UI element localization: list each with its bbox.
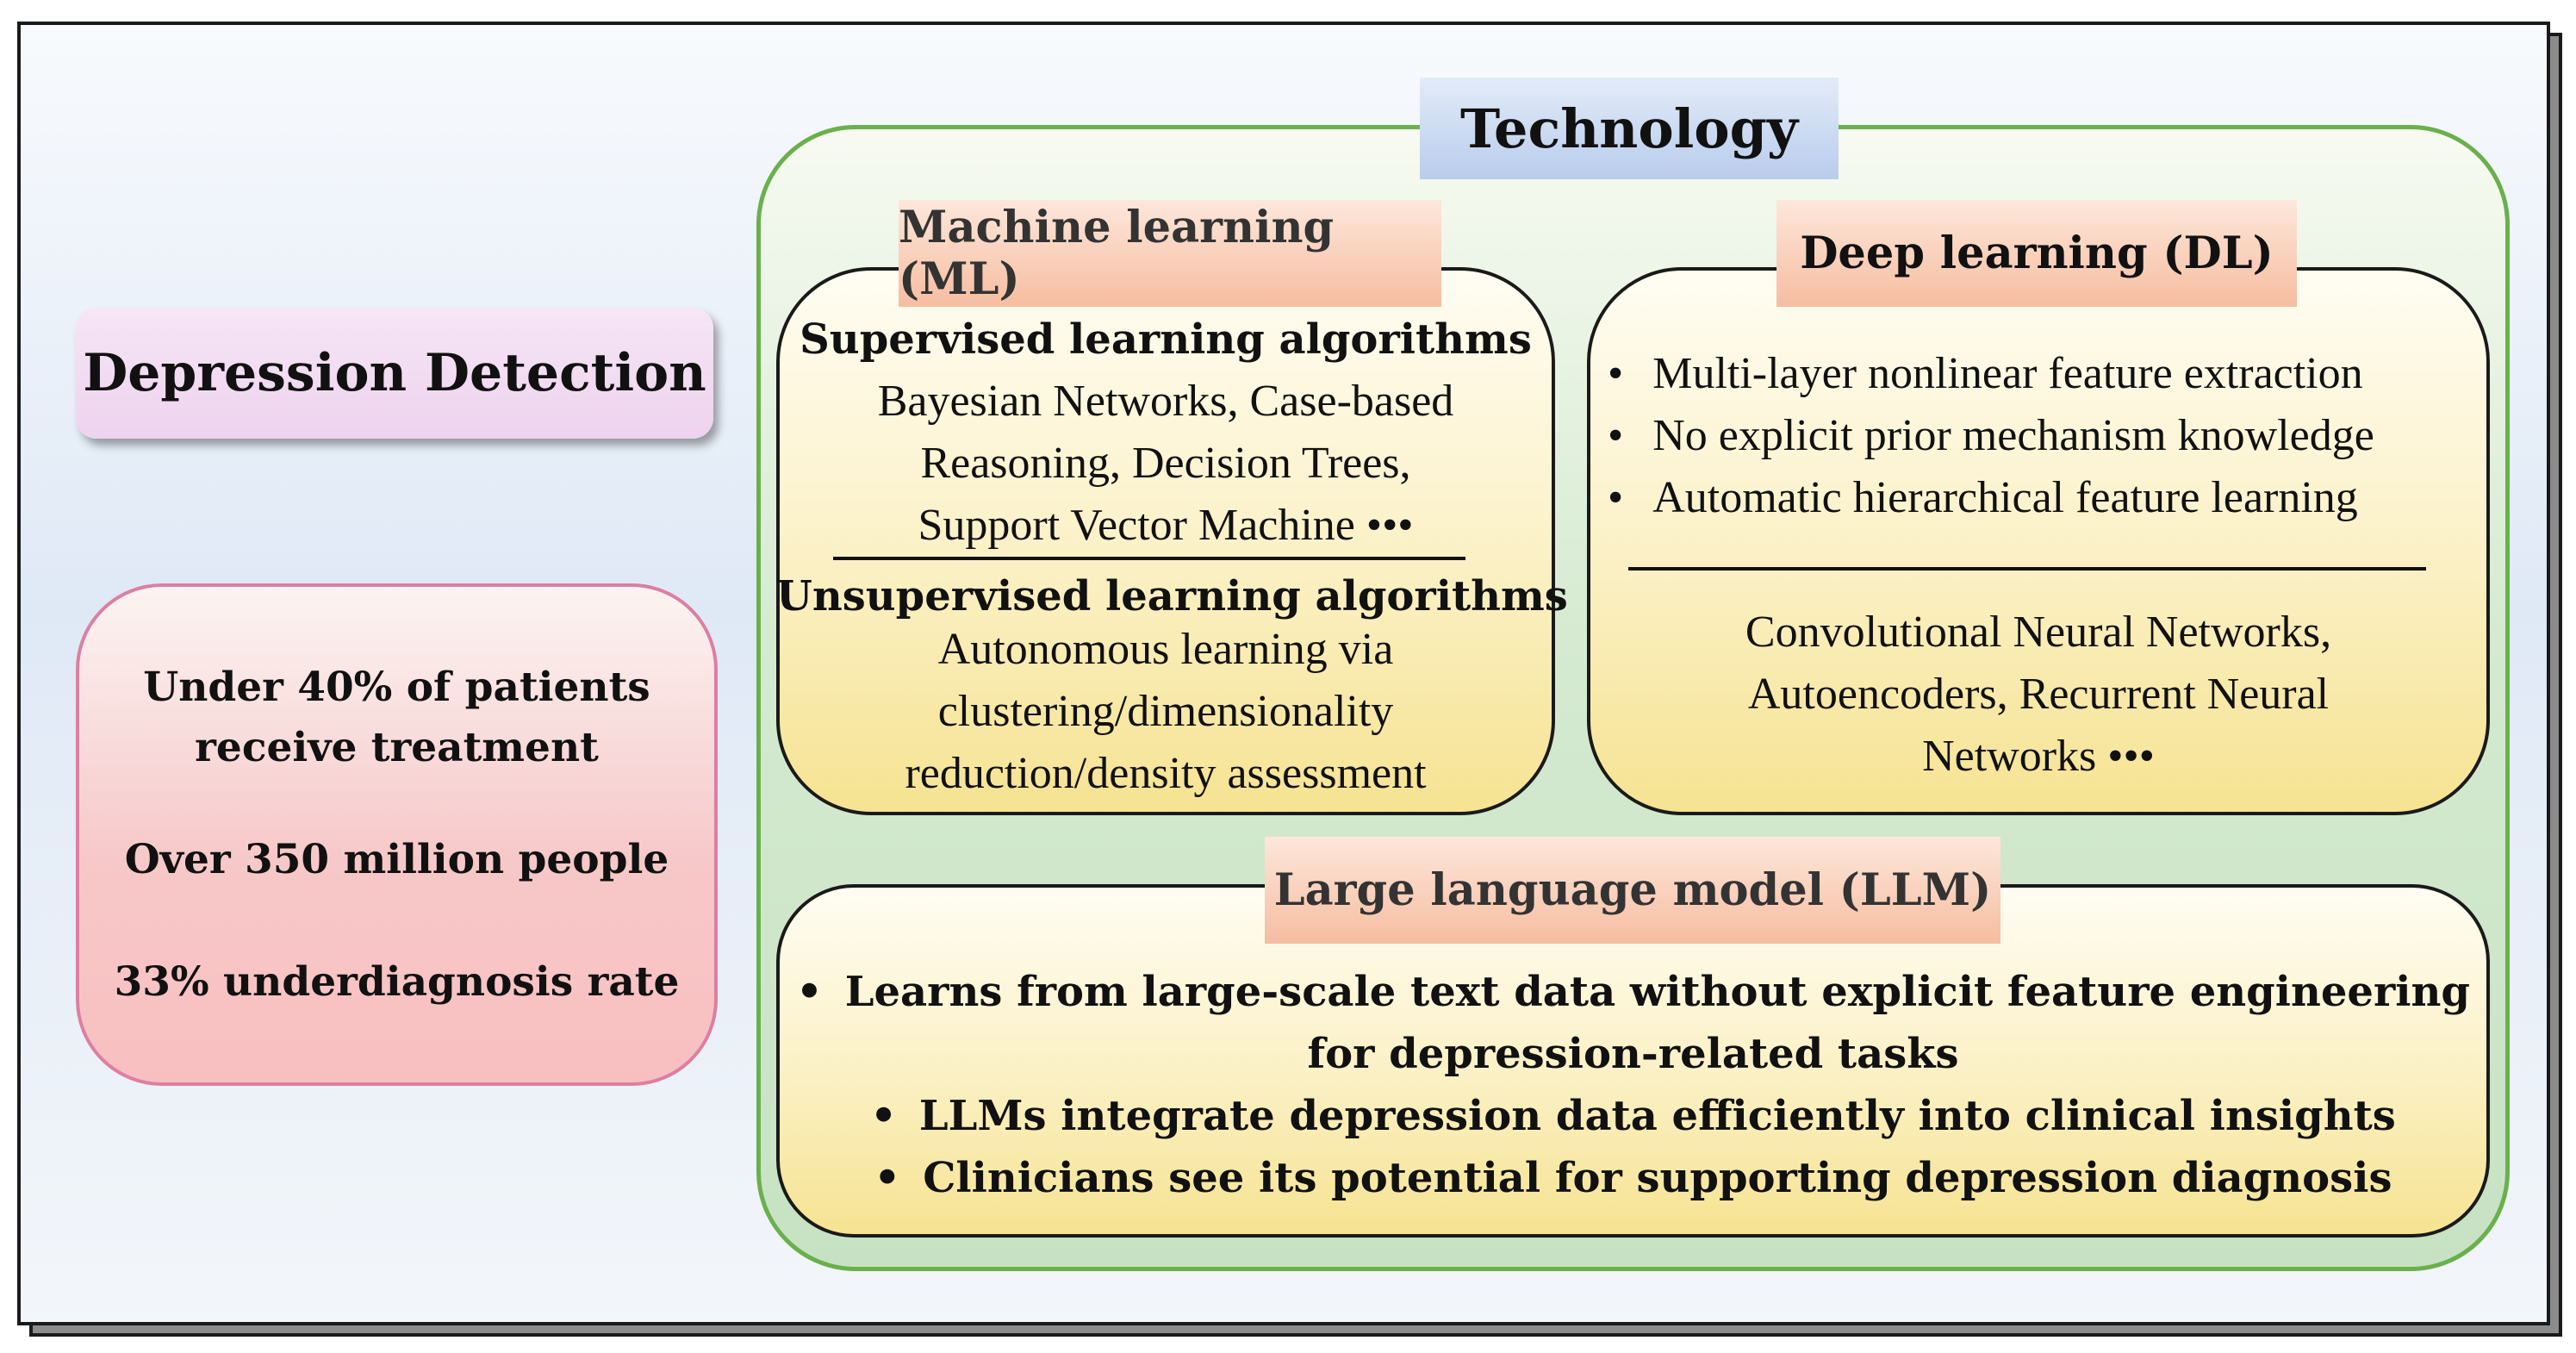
llm-bullet: •LLMs integrate depression data efficien…	[870, 1092, 2396, 1140]
dl-example-line: Networks •••	[1922, 732, 2155, 781]
dl-divider	[1628, 567, 2426, 571]
stat-treatment: Under 40% of patients receive treatment	[143, 663, 650, 771]
dl-example-line: Convolutional Neural Networks,	[1745, 608, 2332, 657]
stat-underdiagnosis: 33% underdiagnosis rate	[114, 957, 680, 1006]
dl-label-text: Deep learning (DL)	[1800, 228, 2274, 279]
supervised-heading: Supervised learning algorithms	[800, 315, 1532, 364]
ml-label-text: Machine learning (ML)	[899, 202, 1335, 305]
dl-bullet: •No explicit prior mechanism knowledge	[1608, 411, 2374, 460]
technology-label: Technology	[1420, 78, 1839, 179]
unsupervised-line: reduction/density assessment	[905, 749, 1427, 798]
dl-examples: Convolutional Neural Networks, Autoencod…	[1587, 602, 2490, 788]
llm-label: Large language model (LLM)	[1265, 837, 2000, 944]
llm-label-text: Large language model (LLM)	[1273, 864, 1992, 916]
ml-box	[776, 267, 1555, 815]
technology-label-text: Technology	[1459, 97, 1798, 160]
supervised-algorithms: Bayesian Networks, Case-based Reasoning,…	[776, 371, 1555, 557]
depression-detection-box: Depression Detection	[76, 308, 713, 439]
stat-population: Over 350 million people	[124, 835, 669, 883]
supervised-line: Bayesian Networks, Case-based	[877, 377, 1454, 426]
dl-bullet: •Automatic hierarchical feature learning	[1608, 473, 2358, 522]
depression-detection-title: Depression Detection	[83, 343, 706, 403]
statistics-box: Under 40% of patients receive treatment …	[76, 583, 718, 1086]
unsupervised-heading: Unsupervised learning algorithms	[776, 572, 1568, 620]
llm-bullet: •Clinicians see its potential for suppor…	[874, 1154, 2392, 1202]
dl-bullet: •Multi-layer nonlinear feature extractio…	[1608, 349, 2363, 398]
ml-label: Machine learning (ML)	[899, 200, 1441, 307]
dl-example-line: Autoencoders, Recurrent Neural	[1747, 670, 2330, 719]
dl-box	[1587, 267, 2490, 815]
llm-bullet: •Learns from large-scale text data witho…	[796, 968, 2470, 1016]
unsupervised-line: Autonomous learning via	[937, 625, 1394, 674]
dl-label: Deep learning (DL)	[1776, 200, 2297, 307]
unsupervised-algorithms: Autonomous learning via clustering/dimen…	[776, 619, 1555, 805]
llm-bullet-continuation: for depression-related tasks	[1307, 1030, 1959, 1078]
supervised-line: Reasoning, Decision Trees,	[920, 439, 1411, 488]
unsupervised-line: clustering/dimensionality	[937, 687, 1394, 736]
llm-bullets: •Learns from large-scale text data witho…	[776, 961, 2490, 1209]
supervised-line: Support Vector Machine •••	[918, 501, 1414, 550]
ml-divider	[833, 557, 1465, 560]
dl-bullet-list: •Multi-layer nonlinear feature extractio…	[1608, 343, 2374, 529]
